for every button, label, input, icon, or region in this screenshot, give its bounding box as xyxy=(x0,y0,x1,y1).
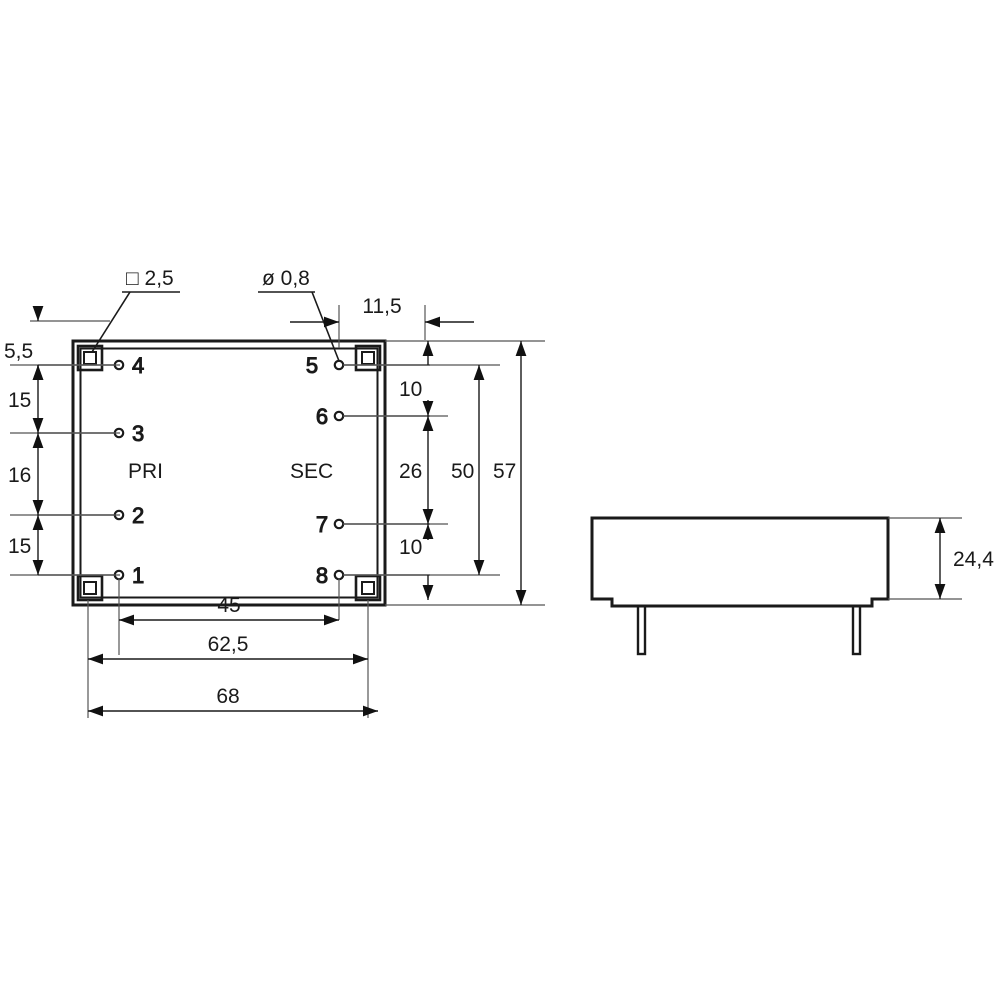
pin-label-3: 3 xyxy=(132,421,144,446)
side-view-pins xyxy=(636,604,862,656)
dimension-text-10-bottom: 10 xyxy=(399,536,422,559)
pin-label-6: 6 xyxy=(316,404,328,429)
dimension-24-4: 24,4 xyxy=(888,517,994,600)
dimension-text-68: 68 xyxy=(216,685,239,708)
top-view-body xyxy=(71,339,387,607)
dimension-text-11-5: 11,5 xyxy=(362,295,401,318)
dimension-text-57: 57 xyxy=(493,460,516,483)
callout-text-square-pin: □ 2,5 xyxy=(126,267,174,290)
dimension-text-15-top: 15 xyxy=(8,389,31,412)
dimension-chain-left: 5,5 15 16 15 xyxy=(4,306,120,576)
corner-square-pins xyxy=(76,344,382,602)
side-view-pin-right xyxy=(851,604,862,656)
dimension-text-15-bottom: 15 xyxy=(8,535,31,558)
dimension-15-bottom: 15 xyxy=(8,515,44,575)
dimension-57: 57 xyxy=(493,341,527,605)
pin-label-1: 1 xyxy=(132,563,144,588)
corner-square-pin-bottom-left xyxy=(76,574,104,602)
dimension-text-45: 45 xyxy=(217,594,240,617)
pin-label-2: 2 xyxy=(132,503,144,528)
dimension-68: 68 xyxy=(88,685,378,717)
pin-label-7: 7 xyxy=(316,512,328,537)
label-pri: PRI xyxy=(128,460,163,483)
side-view-pin-left xyxy=(636,604,647,656)
winding-group-labels: PRI SEC xyxy=(128,460,333,483)
dimension-16: 16 xyxy=(8,433,44,515)
dimension-11-5: 11,5 xyxy=(290,295,474,348)
dimension-26: 26 xyxy=(399,416,434,524)
corner-square-pin-top-right xyxy=(354,344,382,372)
label-sec: SEC xyxy=(290,460,333,483)
pin-label-4: 4 xyxy=(132,353,144,378)
dimension-text-5-5: 5,5 xyxy=(4,340,33,363)
dimension-text-10-top: 10 xyxy=(399,378,422,401)
dimension-62-5: 62,5 xyxy=(88,633,368,665)
dimension-15-top: 15 xyxy=(8,365,44,433)
dimension-10-top: 10 xyxy=(399,341,434,416)
dimension-45: 45 xyxy=(119,594,339,626)
dimension-text-50: 50 xyxy=(451,460,474,483)
callout-square-pin: □ 2,5 xyxy=(91,267,180,353)
callout-text-hole-diameter: ø 0,8 xyxy=(262,267,310,290)
dimension-text-16: 16 xyxy=(8,464,31,487)
dimension-stack-bottom: 45 62,5 68 xyxy=(87,578,378,718)
corner-square-pin-top-left xyxy=(76,344,104,372)
dimension-50: 50 xyxy=(451,365,485,575)
pin-label-5: 5 xyxy=(306,353,318,378)
pin-label-8: 8 xyxy=(316,563,328,588)
dimension-10-bottom: 10 xyxy=(399,524,434,600)
side-view: 24,4 xyxy=(590,516,994,656)
dimension-text-26: 26 xyxy=(399,460,422,483)
dimension-chains-right: 10 26 10 50 57 xyxy=(343,340,545,606)
dimension-text-24-4: 24,4 xyxy=(953,548,994,571)
dimension-text-62-5: 62,5 xyxy=(208,633,249,656)
